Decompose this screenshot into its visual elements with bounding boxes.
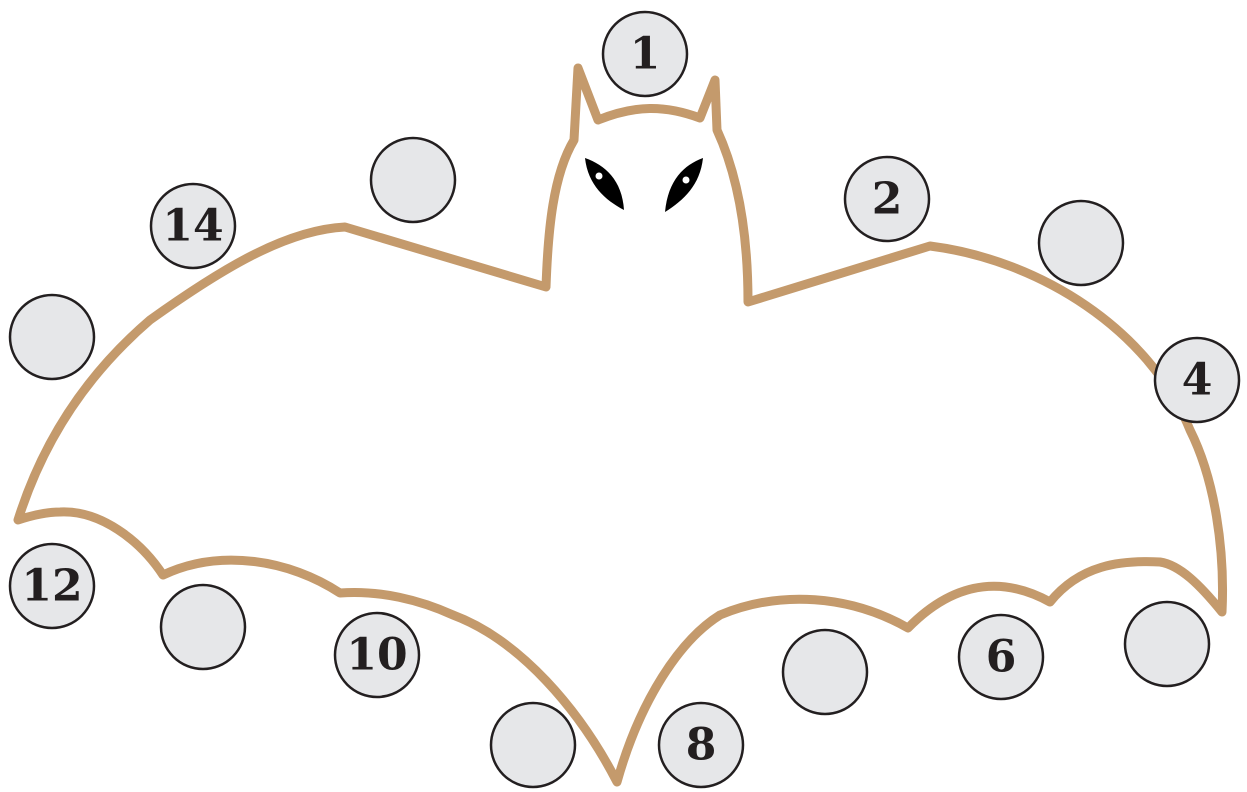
bat-eyes: [585, 158, 703, 212]
dot-bubbles: 1 2 4 6: [8, 10, 1241, 789]
dot-1: 1: [601, 10, 689, 98]
dot-4-label: 4: [1182, 355, 1213, 406]
dot-6-label: 6: [986, 632, 1017, 683]
dot-8-circle: [657, 701, 745, 789]
dot-9: [489, 701, 577, 789]
dot-5: [1123, 600, 1211, 688]
dot-7-circle: [781, 628, 869, 716]
dot-8-label: 8: [686, 720, 717, 771]
dot-6-circle: [957, 613, 1045, 701]
dot-3: [1037, 199, 1125, 287]
dot-6: 6: [957, 613, 1045, 701]
dot-7: [781, 628, 869, 716]
left-eye: [585, 158, 624, 210]
dot-15: [369, 136, 457, 224]
bat-outline: [13, 63, 1227, 787]
dot-14: 14: [149, 182, 237, 270]
dot-14-label: 14: [162, 201, 223, 252]
dot-10: 10: [333, 611, 421, 699]
dot-4: 4: [1153, 336, 1241, 424]
dot-2: 2: [843, 155, 931, 243]
right-eye: [665, 158, 703, 212]
dot-8: 8: [657, 701, 745, 789]
dot-2-label: 2: [872, 174, 903, 225]
dot-12: 12: [8, 542, 96, 630]
dot-4-circle: [1153, 336, 1241, 424]
dot-13-circle: [8, 293, 96, 381]
dot-1-label: 1: [630, 29, 661, 80]
dot-15-circle: [369, 136, 457, 224]
dot-12-circle: [8, 542, 96, 630]
dot-1-circle: [601, 10, 689, 98]
dot-3-circle: [1037, 199, 1125, 287]
dot-12-label: 12: [21, 561, 82, 612]
left-eye-highlight: [595, 172, 603, 180]
dot-11-circle: [159, 583, 247, 671]
dot-11: [159, 583, 247, 671]
dot-10-label: 10: [346, 630, 407, 681]
dot-13: [8, 293, 96, 381]
dot-14-circle: [149, 182, 237, 270]
dot-2-circle: [843, 155, 931, 243]
dot-5-circle: [1123, 600, 1211, 688]
dot-10-circle: [333, 611, 421, 699]
dot-9-circle: [489, 701, 577, 789]
right-eye-highlight: [682, 176, 690, 184]
